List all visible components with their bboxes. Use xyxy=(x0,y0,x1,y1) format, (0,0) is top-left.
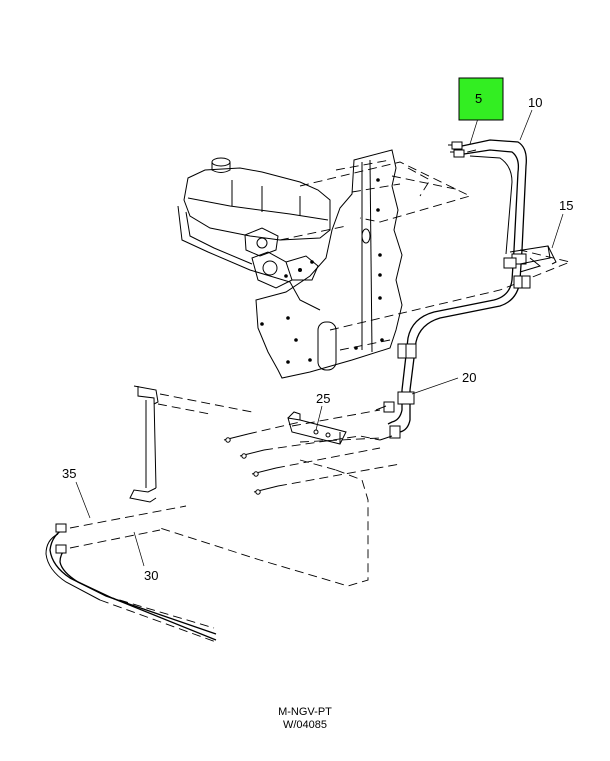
callout-20[interactable]: 20 xyxy=(462,370,476,385)
mounting-bolts xyxy=(223,421,401,495)
tube-assembly-20 xyxy=(291,390,415,443)
hose-assembly-10 xyxy=(397,139,531,391)
callout-35[interactable]: 35 xyxy=(62,466,76,481)
callout-5-highlight-box[interactable] xyxy=(458,77,504,121)
tube-assembly-30-35 xyxy=(45,505,217,643)
callout-25[interactable]: 25 xyxy=(316,391,330,406)
callout-15[interactable]: 15 xyxy=(559,198,573,213)
leader-lines xyxy=(75,109,564,567)
reference-lines-upper xyxy=(279,149,572,351)
reservoir-tank xyxy=(177,157,331,311)
bracket-15 xyxy=(509,245,557,273)
lower-frame-panel xyxy=(129,385,369,587)
mounting-plate xyxy=(255,149,403,379)
callout-5[interactable]: 5 xyxy=(475,91,482,106)
callout-30[interactable]: 30 xyxy=(144,568,158,583)
drawing-code: M-NGV-PT xyxy=(278,706,332,718)
callout-10[interactable]: 10 xyxy=(528,95,542,110)
drawing-reference: W/04085 xyxy=(282,719,328,731)
